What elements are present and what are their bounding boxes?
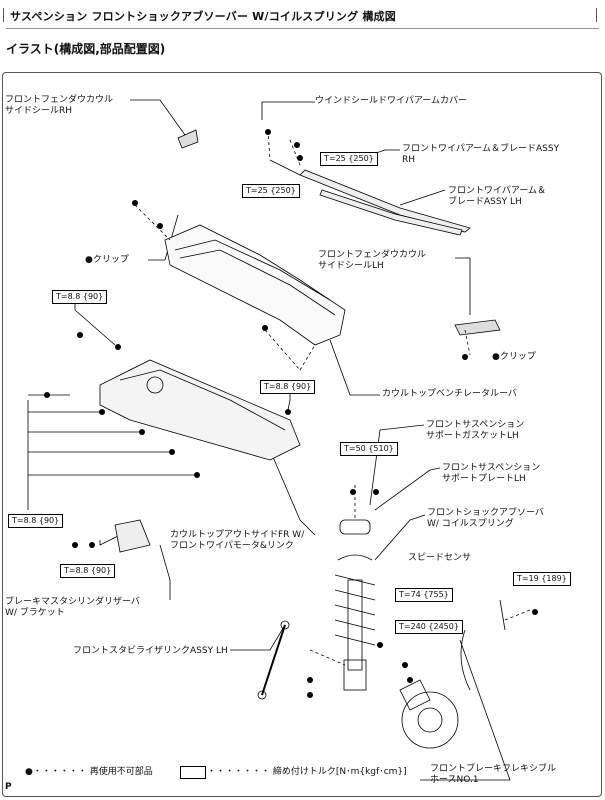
label-cowl-louver: カウルトップベンチレータルーバ — [382, 389, 517, 399]
torque-box: T=8.8 {90} — [52, 290, 108, 304]
header-bar-right — [596, 8, 597, 22]
title-divider — [6, 28, 599, 29]
diagram-frame — [2, 72, 602, 797]
torque-box: T=19 {189} — [513, 572, 571, 586]
label-shock-absorber: フロントショックアブソーバ W/ コイルスプリング — [427, 508, 544, 529]
page-marker: P — [5, 782, 12, 792]
label-brake-reservoir: ブレーキマスタシリンダリザーバ W/ ブラケット — [5, 597, 140, 618]
torque-box: T=8.8 {90} — [60, 564, 116, 578]
label-stabilizer-link: フロントスタビライザリンクASSY LH — [73, 646, 228, 656]
label-wiper-rh: フロントワイパアーム＆ブレードASSY RH — [402, 144, 560, 165]
page-title: サスペンション フロントショックアブソーバー W/コイルスプリング 構成図 — [10, 10, 396, 23]
label-wiper-cover: ウインドシールドワイパアームカバー — [315, 96, 468, 106]
torque-box: T=50 {510} — [340, 442, 398, 456]
label-fender-seal-lh: フロントフェンダウカウル サイドシールLH — [318, 250, 427, 271]
legend-torque: ・・・・・・・ 締め付けトルク[N･m{kgf･cm}] — [207, 767, 407, 777]
label-support-plate: フロントサスペンション サポートプレートLH — [442, 463, 541, 484]
torque-box: T=240 {2450} — [395, 620, 463, 634]
torque-box: T=25 {250} — [320, 152, 378, 166]
legend-non-reusable: ●・・・・・・ 再使用不可部品 — [25, 767, 153, 777]
torque-box: T=8.8 {90} — [8, 514, 64, 528]
label-brake-hose: フロントブレーキフレキシブル ホースNO.1 — [430, 764, 557, 785]
label-wiper-lh: フロントワイパアーム＆ ブレードASSY LH — [448, 186, 547, 207]
torque-box: T=25 {250} — [242, 184, 300, 198]
torque-box: T=74 {755} — [395, 588, 453, 602]
header-bar-left — [3, 8, 4, 22]
torque-box: T=8.8 {90} — [260, 380, 316, 394]
label-speed-sensor: スピードセンサ — [408, 553, 472, 563]
label-clip-right: ●クリップ — [492, 352, 536, 362]
label-fender-seal-rh: フロントフェンダウカウル サイドシールRH — [5, 95, 114, 116]
legend-torque-box-icon — [180, 766, 206, 779]
label-clip-left: ●クリップ — [85, 255, 129, 265]
section-subtitle: イラスト(構成図,部品配置図) — [6, 42, 166, 56]
label-cowl-outside: カウルトップアウトサイドFR W/ フロントワイパモータ&リンク — [170, 530, 305, 551]
label-support-gasket: フロントサスペンション サポートガスケットLH — [426, 420, 525, 441]
